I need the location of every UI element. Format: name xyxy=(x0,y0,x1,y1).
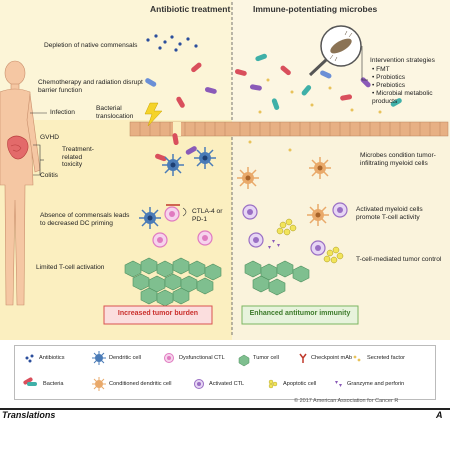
label-tcell-mediated: T-cell-mediated tumor control xyxy=(356,256,442,263)
right-panel-header: Immune-potentiating microbes xyxy=(253,4,378,14)
label-bacterial-translocation: Bacterial translocation xyxy=(96,105,134,120)
copyright-notice: © 2017 American Association for Cancer R xyxy=(294,398,399,404)
left-panel-header: Antibiotic treatment xyxy=(150,4,231,14)
tumor-cell-icon xyxy=(238,354,250,367)
conditioned-dcs xyxy=(237,157,331,226)
intervention-item: • Probiotics xyxy=(372,74,406,81)
legend-label-secreted: Secreted factor xyxy=(367,355,405,361)
activated-ctl-icon xyxy=(194,379,204,389)
intervention-item: • FMT xyxy=(372,66,390,73)
outcome-left: Increased tumor burden xyxy=(117,310,199,317)
outcome-left-frame xyxy=(103,305,213,325)
body-connector-lines xyxy=(30,112,47,176)
intervention-item: • Prebiotics xyxy=(372,82,406,89)
right-tumor-mass xyxy=(244,260,310,296)
intervention-fmt: FMT xyxy=(376,66,390,73)
antibiotics-cluster xyxy=(146,34,198,52)
left-bacteria xyxy=(145,62,217,162)
gut-icon xyxy=(7,135,29,160)
left-dendritic-cells xyxy=(139,147,216,229)
journal-name-left: Translations xyxy=(2,410,56,420)
bacteria-icon xyxy=(23,377,37,386)
intervention-probiotics: Probiotics xyxy=(376,74,406,81)
legend-icons xyxy=(23,351,361,391)
legend-label-conditioned: Conditioned dendritic cell xyxy=(109,381,172,387)
left-tumor-mass xyxy=(124,257,222,307)
secreted-factors xyxy=(248,78,382,152)
label-gvhd: GVHD xyxy=(40,134,60,141)
legend-label-granzyme: Granzyme and perforin xyxy=(347,381,405,387)
apoptotic-cells xyxy=(276,218,344,264)
journal-name-right: A xyxy=(436,410,443,420)
legend-label-checkpoint: Checkpoint mAb xyxy=(311,355,353,361)
lumen-zone xyxy=(0,0,450,120)
label-microbes-condition: Microbes condition tumor-infiltrating my… xyxy=(360,152,436,167)
dysfunctional-ctls xyxy=(152,206,213,248)
label-intervention-title: Intervention strategies xyxy=(370,57,435,64)
label-infection: Infection xyxy=(50,109,75,116)
footer-rule xyxy=(0,408,450,410)
antibiotics-icon xyxy=(25,354,34,363)
label-absence-commensals: Absence of commensals leads to decreased… xyxy=(40,212,130,227)
label-treatment-toxicity: Treatment-related toxicity xyxy=(62,146,94,169)
label-activated-myeloid: Activated myeloid cells promote T-cell a… xyxy=(356,206,423,221)
ctla-bracket xyxy=(182,207,187,217)
outcome-right-frame xyxy=(241,305,359,325)
legend-label-antibiotics: Antibiotics xyxy=(39,355,65,361)
legend-box: Antibiotics Dendritic cell Dysfunctional… xyxy=(14,345,436,400)
legend-label-dysfunctional: Dysfunctional CTL xyxy=(179,355,225,361)
legend-label-dendritic: Dendritic cell xyxy=(109,355,142,361)
checkpoint-mab-icon xyxy=(299,353,307,363)
legend-label-tumor: Tumor cell xyxy=(253,355,279,361)
magnifier-icon xyxy=(308,25,362,77)
dendritic-cell-icon xyxy=(92,351,106,365)
apoptotic-cell-icon xyxy=(268,379,278,389)
conditioned-dc-icon xyxy=(92,377,106,391)
label-chemo: Chemotherapy and radiation disrupt barri… xyxy=(38,79,143,94)
legend-label-bacteria: Bacteria xyxy=(43,381,64,387)
lightning-icon xyxy=(144,102,163,127)
intervention-prebiotics: Prebiotics xyxy=(376,82,406,89)
granzyme-icon xyxy=(335,381,342,387)
granzyme-perforin xyxy=(268,240,280,249)
legend-label-activated: Activated CTL xyxy=(209,381,245,387)
label-depletion: Depletion of native commensals xyxy=(44,42,138,49)
right-bacteria xyxy=(234,53,402,110)
intervention-metabolic: Microbial metabolic products xyxy=(372,90,433,105)
label-limited-activation: Limited T-cell activation xyxy=(36,264,105,271)
activated-ctls xyxy=(242,202,348,256)
outcome-right: Enhanced antitumor immunity xyxy=(249,310,351,317)
dysfunctional-ctl-icon xyxy=(164,353,174,363)
legend-label-apoptotic: Apoptotic cell xyxy=(283,381,317,387)
epithelial-barrier xyxy=(129,121,449,137)
barrier-gap xyxy=(173,122,181,136)
intervention-item: • Microbial metabolic products xyxy=(372,90,433,105)
secreted-factor-icon xyxy=(353,355,361,362)
label-ctla4-pd1: CTLA-4 or PD-1 xyxy=(192,208,223,223)
label-colitis: Colitis xyxy=(40,172,58,179)
